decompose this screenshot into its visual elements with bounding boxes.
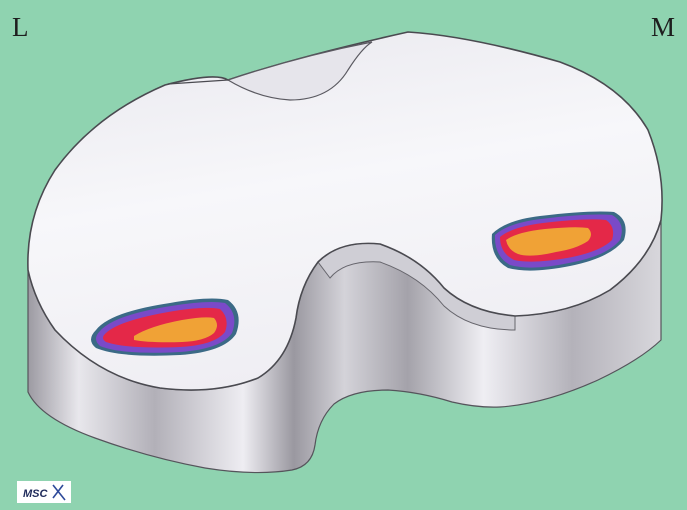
msc-logo-text: MSC	[23, 488, 49, 500]
msc-logo: MSC	[17, 481, 71, 503]
lateral-side-label: L	[12, 14, 29, 41]
medial-side-label: M	[651, 14, 675, 41]
